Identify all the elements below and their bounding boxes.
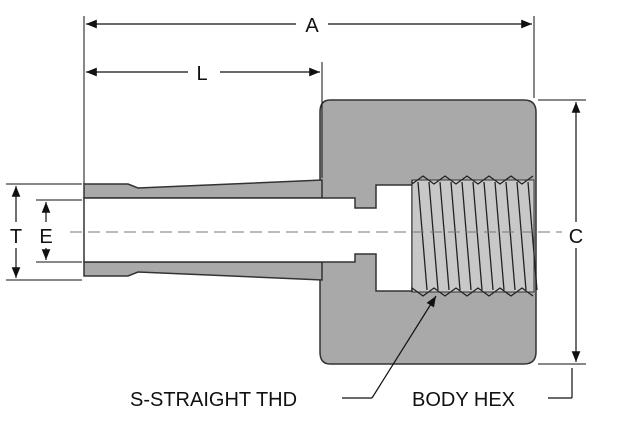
thread-line: [505, 181, 516, 291]
label-bg-t: [4, 222, 28, 248]
callout-hex: BODY HEX: [412, 389, 515, 411]
label-c: C: [569, 226, 583, 248]
tube-wall-bottom: [83, 261, 323, 281]
callout-thread: S-STRAIGHT THD: [130, 389, 297, 411]
thread-lines: [411, 175, 538, 297]
thread-line: [494, 181, 505, 291]
thread-line: [516, 181, 527, 291]
tube-wall-top: [83, 179, 323, 199]
thread-crest-top: [411, 175, 534, 186]
thread-line: [483, 181, 494, 291]
thread-line: [428, 181, 439, 291]
thread-line: [417, 181, 428, 291]
thread-line: [472, 181, 483, 291]
label-bg-a: [296, 12, 328, 36]
thread-line: [527, 181, 538, 291]
label-t: T: [10, 226, 22, 248]
label-l: L: [196, 63, 207, 85]
label-bg-e: [34, 222, 58, 248]
thread-line: [439, 181, 450, 291]
label-bg-c: [562, 222, 590, 248]
thread-crest-bottom: [411, 286, 534, 297]
label-e: E: [39, 226, 52, 248]
thread-line: [461, 181, 472, 291]
label-a: A: [305, 15, 319, 37]
leader-thread-diag: [371, 295, 437, 399]
thread-line: [450, 181, 461, 291]
